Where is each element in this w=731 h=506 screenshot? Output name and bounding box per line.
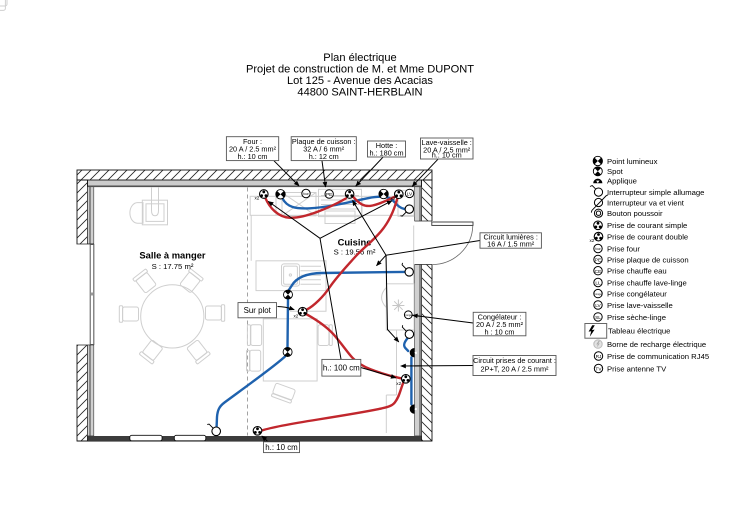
svg-text:h.: 10 cm: h.: 10 cm	[265, 443, 298, 452]
svg-text:Interrupteur simple allumage: Interrupteur simple allumage	[607, 188, 704, 197]
svg-text:h.: 10 cm: h.: 10 cm	[432, 151, 462, 160]
svg-text:h.: 180 cm: h.: 180 cm	[369, 149, 403, 158]
svg-text:LL: LL	[595, 281, 601, 287]
svg-text:PE: PE	[326, 192, 332, 198]
svg-text:Point lumineux: Point lumineux	[607, 157, 658, 166]
svg-text:Lot 125 - Avenue des Acacias: Lot 125 - Avenue des Acacias	[287, 75, 433, 87]
svg-text:x2: x2	[396, 381, 401, 386]
svg-text:Prise de communication RJ45: Prise de communication RJ45	[607, 352, 709, 361]
svg-text:44800 SAINT-HERBLAIN: 44800 SAINT-HERBLAIN	[297, 87, 422, 99]
svg-text:x2: x2	[391, 196, 396, 201]
svg-text:20 A / 2.5 mm²: 20 A / 2.5 mm²	[229, 145, 277, 154]
svg-text:Prise de courant simple: Prise de courant simple	[607, 221, 687, 230]
svg-text:Prise sèche-linge: Prise sèche-linge	[607, 313, 666, 322]
svg-text:Prise de courant double: Prise de courant double	[607, 233, 688, 242]
svg-text:Prise four: Prise four	[607, 244, 640, 253]
svg-text:PE: PE	[595, 258, 601, 264]
svg-text:four: four	[303, 192, 309, 196]
svg-text:Congel: Congel	[594, 292, 603, 296]
svg-text:Plan électrique: Plan électrique	[323, 52, 396, 64]
svg-text:Interrupteur va et vient: Interrupteur va et vient	[607, 198, 685, 207]
svg-text:2P+T, 20 A / 2.5 mm²: 2P+T, 20 A / 2.5 mm²	[481, 365, 550, 374]
svg-text:x2: x2	[590, 238, 595, 243]
svg-text:h.: 12 cm: h.: 12 cm	[309, 152, 339, 161]
svg-text:TV: TV	[595, 367, 602, 373]
svg-text:h.: 10 cm: h.: 10 cm	[237, 152, 267, 161]
svg-text:RJ: RJ	[596, 354, 602, 360]
svg-text:Prise congélateur: Prise congélateur	[607, 290, 667, 299]
svg-text:Prise plaque de cuisson: Prise plaque de cuisson	[607, 255, 689, 264]
svg-text:CE: CE	[595, 269, 602, 275]
svg-text:Prise chauffe lave-linge: Prise chauffe lave-linge	[607, 278, 687, 287]
svg-text:Circuit lumières :: Circuit lumières :	[484, 232, 538, 241]
svg-text:LV: LV	[407, 192, 413, 198]
svg-text:Salle à manger: Salle à manger	[139, 250, 206, 261]
svg-text:20 A / 2.5 mm²: 20 A / 2.5 mm²	[423, 145, 471, 154]
svg-text:Lave-vaisselle :: Lave-vaisselle :	[422, 138, 472, 147]
svg-text:Plaque de cuisson :: Plaque de cuisson :	[292, 137, 356, 146]
svg-text:x2: x2	[255, 196, 260, 201]
svg-text:32 A / 6 mm²: 32 A / 6 mm²	[303, 145, 345, 154]
svg-text:Prise chauffe eau: Prise chauffe eau	[607, 267, 667, 276]
svg-text:S : 17.75 m²: S : 17.75 m²	[152, 262, 194, 271]
svg-text:S : 19.56 m²: S : 19.56 m²	[334, 248, 376, 257]
svg-text:Congélateur :: Congélateur :	[478, 313, 522, 322]
svg-text:Bouton poussoir: Bouton poussoir	[607, 209, 663, 218]
svg-text:Projet de construction de M. e: Projet de construction de M. et Mme DUPO…	[246, 64, 474, 76]
svg-text:Prise antenne TV: Prise antenne TV	[607, 364, 667, 373]
svg-text:Spot: Spot	[607, 167, 624, 176]
svg-text:Congel: Congel	[404, 313, 413, 317]
svg-text:x2: x2	[294, 314, 299, 319]
svg-text:h : 10 cm: h : 10 cm	[484, 328, 514, 337]
svg-text:Prise lave-vaisselle: Prise lave-vaisselle	[607, 301, 673, 310]
svg-text:h.: 100 cm: h.: 100 cm	[323, 363, 360, 372]
svg-text:LV: LV	[595, 303, 601, 309]
svg-text:20 A / 2.5 mm²: 20 A / 2.5 mm²	[476, 320, 524, 329]
svg-text:SL: SL	[595, 315, 601, 321]
svg-text:Four :: Four :	[243, 137, 262, 146]
svg-text:Tableau électrique: Tableau électrique	[608, 327, 670, 336]
svg-text:four: four	[595, 247, 601, 251]
svg-text:16 A / 1.5 mm²: 16 A / 1.5 mm²	[487, 240, 535, 249]
svg-text:Hotte :: Hotte :	[376, 141, 398, 150]
svg-text:Sur plot: Sur plot	[244, 306, 272, 315]
svg-text:Applique: Applique	[607, 177, 637, 186]
svg-text:Circuit prises de courant :: Circuit prises de courant :	[473, 356, 556, 365]
svg-text:Borne de recharge électrique: Borne de recharge électrique	[607, 340, 706, 349]
svg-text:Cuisine: Cuisine	[338, 237, 372, 248]
